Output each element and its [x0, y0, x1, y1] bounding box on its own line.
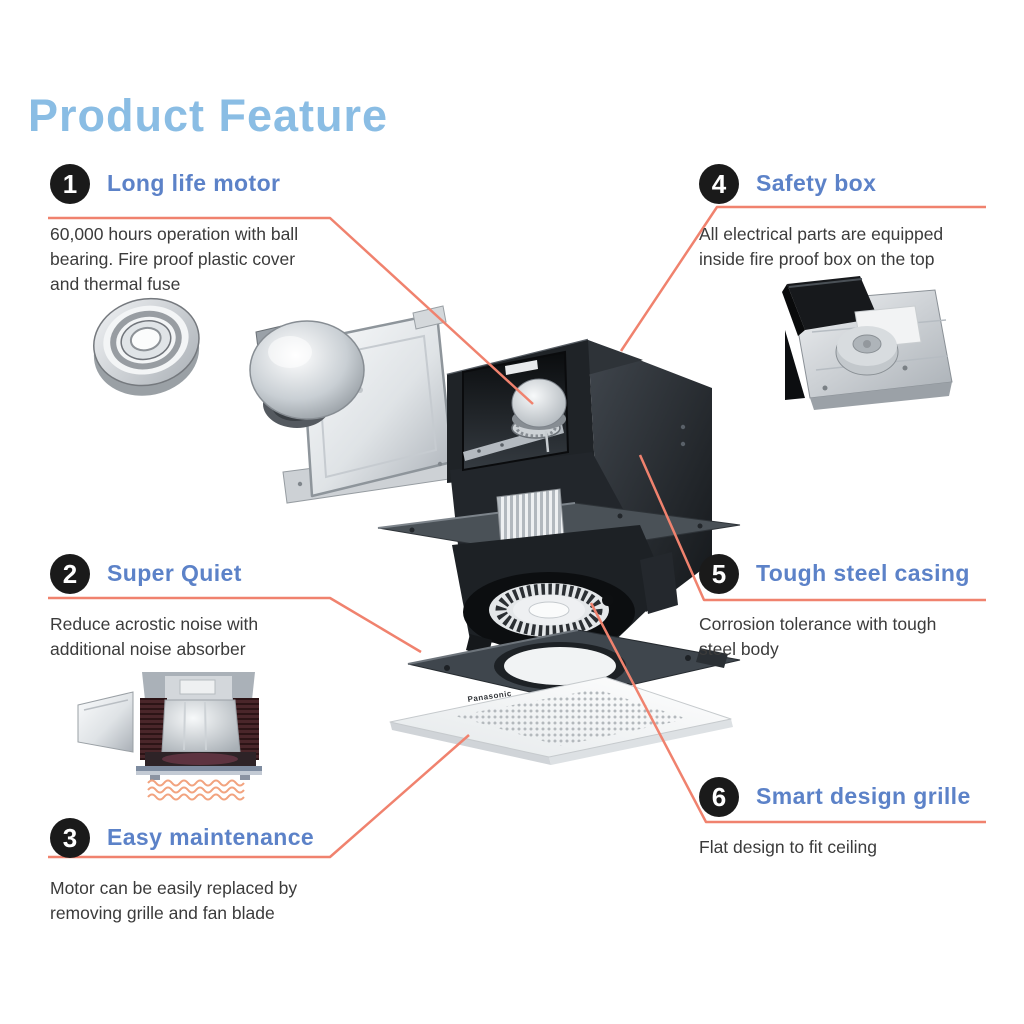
grille-perforation	[455, 689, 688, 746]
feature-description: 60,000 hours operation with ball bearing…	[50, 224, 299, 294]
feature-heading: Easy maintenance	[107, 824, 315, 850]
feature-heading: Safety box	[756, 170, 877, 196]
housing-window-motor	[462, 350, 570, 472]
leader-line-1	[48, 216, 534, 405]
feature-number-badge: 1	[50, 164, 90, 204]
feature-description: Motor can be easily replaced by removing…	[50, 878, 298, 923]
leader-line-2	[48, 596, 422, 654]
feature-heading: Long life motor	[107, 170, 281, 196]
feature-number-badge: 3	[50, 818, 90, 858]
feature-description: All electrical parts are equipped inside…	[699, 224, 944, 269]
safety-box-photo	[782, 276, 953, 410]
feature-number-badge: 2	[50, 554, 90, 594]
sound-wave-lines	[147, 779, 245, 801]
duct-adapter	[249, 305, 457, 504]
blower	[452, 525, 678, 658]
page-title: Product Feature	[28, 90, 389, 142]
feature-description: Corrosion tolerance with tough steel bod…	[699, 614, 937, 659]
ceiling-grille: Panasonic	[389, 676, 733, 765]
leader-line-4	[619, 205, 986, 352]
leader-line-3	[48, 734, 470, 859]
feature-heading: Super Quiet	[107, 560, 242, 586]
feature-number-badge: 6	[699, 777, 739, 817]
feature-description: Flat design to fit ceiling	[699, 837, 878, 857]
feature-heading: Smart design grille	[756, 783, 971, 809]
lower-mounting-plate	[407, 629, 741, 701]
feature-description: Reduce acrostic noise with additional no…	[50, 614, 259, 659]
feature-number-badge: 4	[699, 164, 739, 204]
feature-heading: Tough steel casing	[756, 560, 970, 586]
feature-number-badge: 5	[699, 554, 739, 594]
leader-line-6	[589, 602, 986, 824]
noise-absorber-photo	[77, 672, 262, 801]
ball-bearing-photo	[93, 297, 200, 396]
leader-line-5	[638, 454, 986, 602]
